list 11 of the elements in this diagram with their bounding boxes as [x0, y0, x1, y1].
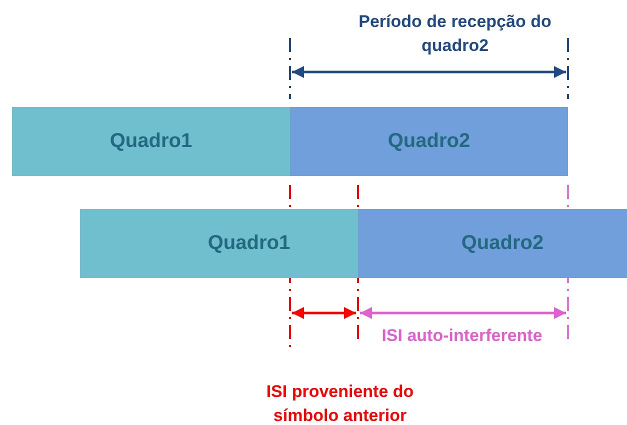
frame-label: Quadro1 [110, 130, 192, 153]
frame-bar [12, 107, 290, 176]
frame-bar [80, 209, 358, 278]
frame-bar [290, 107, 568, 176]
frame-label: Quadro2 [388, 130, 470, 153]
frame-bar [358, 209, 627, 278]
annotation-text: Período de recepção do quadro2 [358, 11, 552, 57]
annotation-text: ISI proveniente do símbolo anterior [265, 381, 415, 425]
frame-label: Quadro2 [461, 232, 544, 255]
annotation-text: ISI auto-interferente [380, 325, 544, 347]
frame-label: Quadro1 [208, 232, 290, 255]
